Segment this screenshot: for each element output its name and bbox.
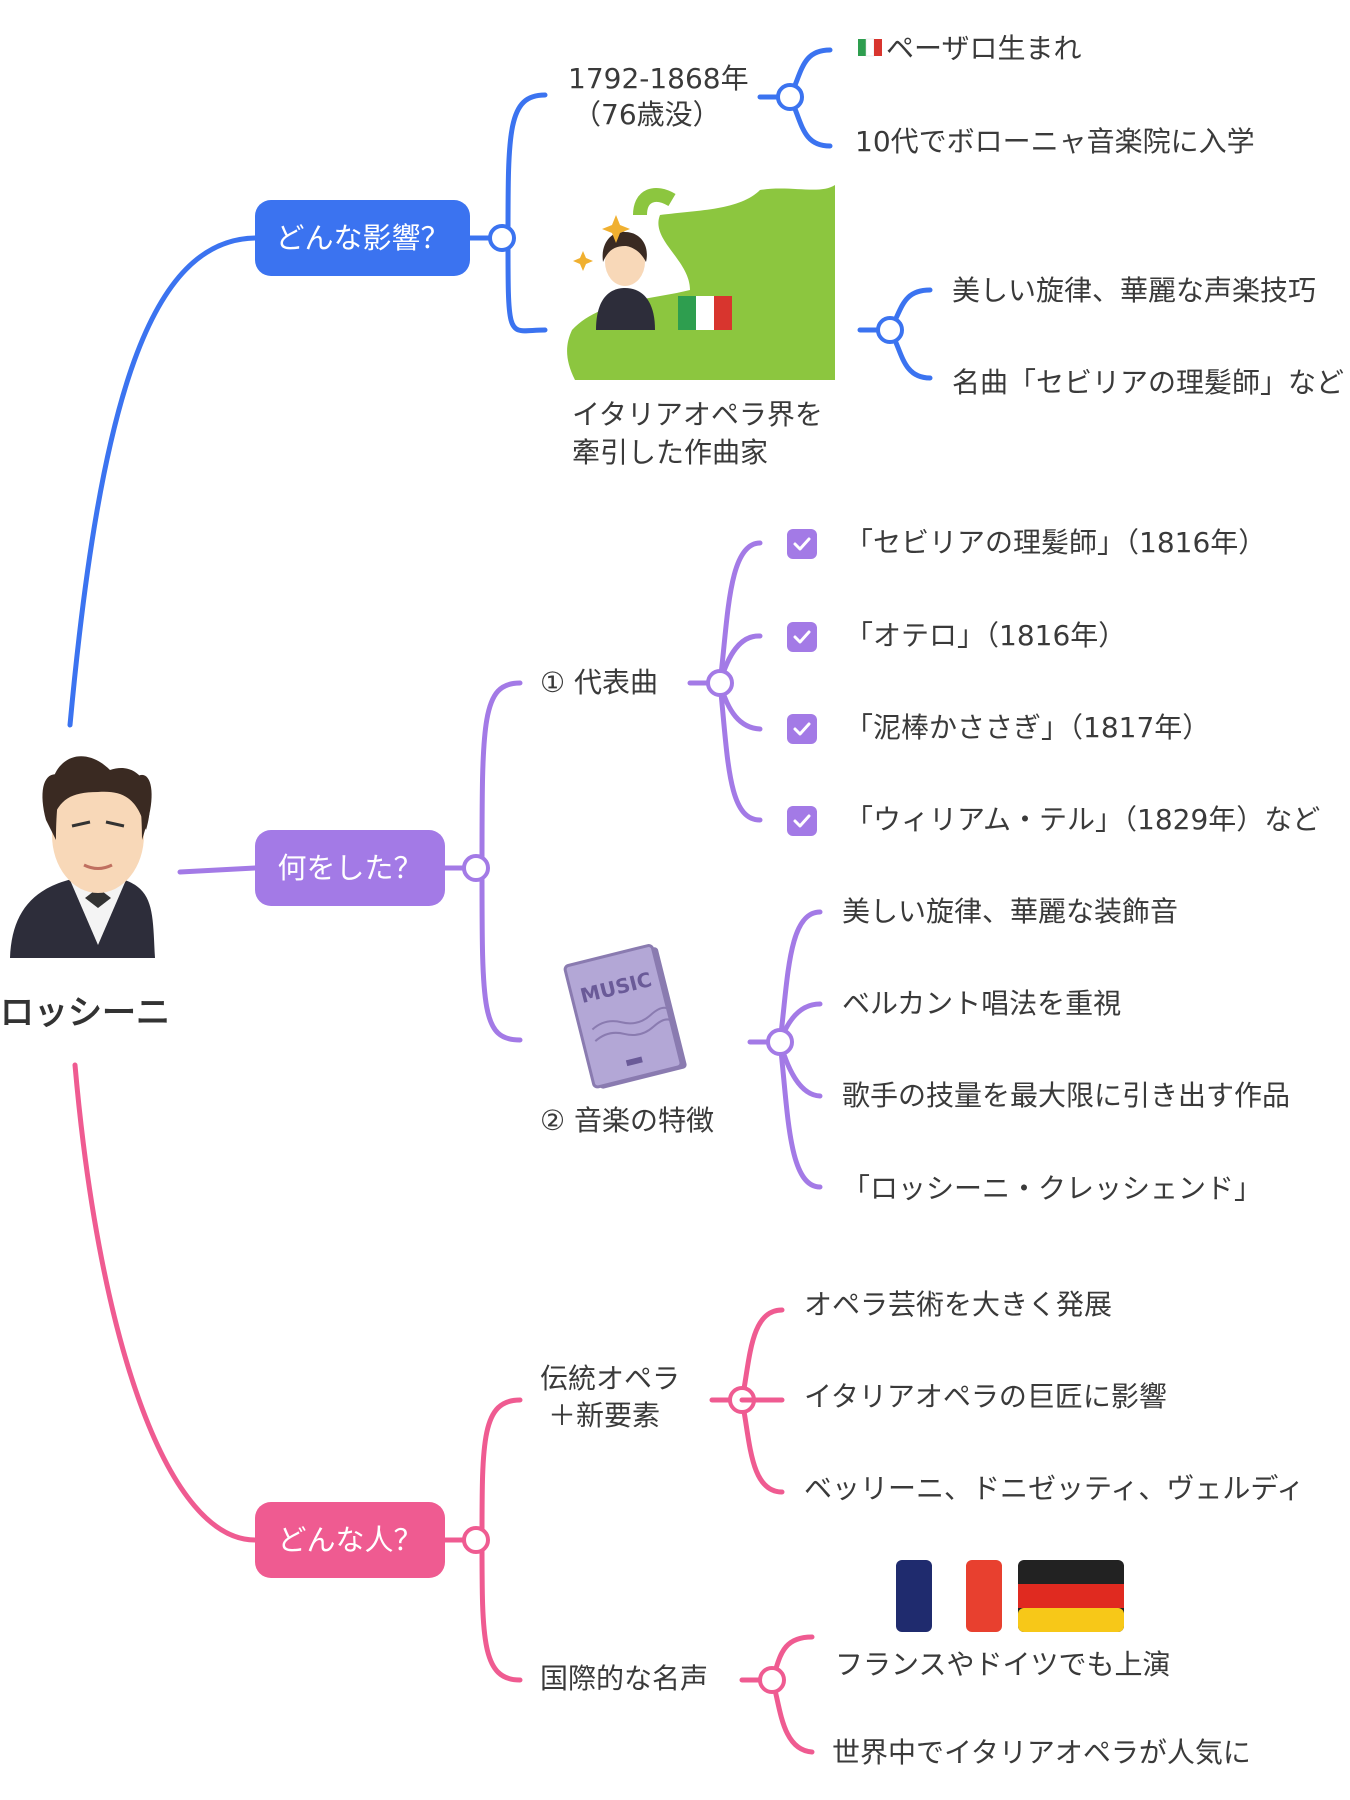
tradition-line1: 伝統オペラ [540,1362,681,1395]
work-item: 「セビリアの理髪師」（1816年） [845,526,1267,559]
feature-item: 美しい旋律、華麗な装飾音 [842,895,1179,928]
caption-line1: イタリアオペラ界を [572,398,823,431]
feature-item: ベルカント唱法を重視 [842,987,1122,1020]
influence-connectors [67,47,933,728]
feature-item: 歌手の技量を最大限に引き出す作品 [842,1079,1291,1112]
person-node[interactable]: どんな人？ [255,1502,445,1578]
years-line2: （76歳没） [573,98,721,131]
france-germany-flags-icon [896,1560,1124,1632]
trait-famous-work: 名曲「セビリアの理髪師」など [952,366,1345,399]
checkbox-icon[interactable] [787,806,817,836]
tradition-item: オペラ芸術を大きく発展 [804,1288,1113,1321]
tradition-item: ベッリーニ、ドニゼッティ、ヴェルディ [804,1472,1305,1505]
work-connectors [177,540,823,1190]
tradition-line2: ＋新要素 [548,1399,661,1432]
works-label: ① 代表曲 [540,666,659,699]
europe-map-rossini-icon [567,185,835,380]
tradition-item: イタリアオペラの巨匠に影響 [804,1380,1167,1413]
checkbox-icon[interactable] [787,622,817,652]
checkbox-icon[interactable] [787,529,817,559]
music-score-book-icon: MUSIC [563,944,687,1089]
work-item: 「オテロ」（1816年） [845,619,1127,652]
years-line1: 1792-1868年 [568,62,749,95]
checkbox-icon[interactable] [787,714,817,744]
feature-item: 「ロッシーニ・クレッシェンド」 [842,1172,1263,1205]
caption-line2: 牽引した作曲家 [572,436,769,469]
fame-label: 国際的な名声 [540,1662,709,1695]
trait-melody: 美しい旋律、華麗な声楽技巧 [952,274,1317,307]
study-text: 10代でボローニャ音楽院に入学 [855,125,1255,158]
person-connectors [72,1062,815,1755]
influence-node[interactable]: どんな影響？ [255,200,470,276]
italy-flag-icon [858,38,882,57]
fame-item: 世界中でイタリアオペラが人気に [832,1736,1251,1769]
work-item: 「泥棒かささぎ」（1817年） [845,711,1211,744]
fame-item: フランスやドイツでも上演 [835,1648,1171,1681]
work-node[interactable]: 何をした？ [255,830,445,906]
rossini-portrait-icon [10,756,155,958]
center-name: ロッシーニ [0,993,170,1033]
work-item: 「ウィリアム・テル」（1829年）など [845,803,1321,836]
features-label: ② 音楽の特徴 [540,1104,715,1137]
birth-text: ペーザロ生まれ [886,32,1082,65]
